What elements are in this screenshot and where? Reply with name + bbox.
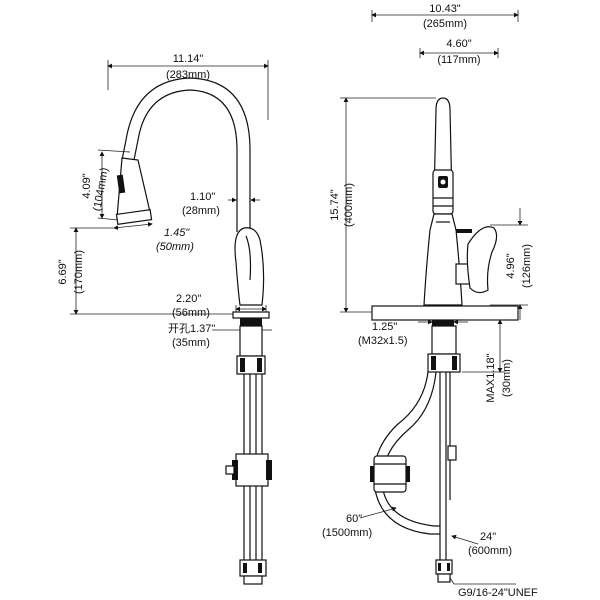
hose-loop-inner bbox=[373, 371, 440, 535]
thread-in-label: 1.25" bbox=[372, 321, 397, 333]
neck-in-label: 1.10" bbox=[190, 191, 215, 203]
faucet-body bbox=[234, 227, 265, 306]
spray-length-in-label: 4.09" bbox=[81, 173, 93, 198]
right-front-view: 10.43" (265mm) 4.60" (117mm) 15.74" (400… bbox=[322, 3, 538, 599]
spray-length-mm-label: (104mm) bbox=[91, 167, 110, 212]
shank-assembly bbox=[225, 325, 272, 585]
reach-mm-label: (170mm) bbox=[73, 250, 85, 294]
hole-mm-label: (35mm) bbox=[172, 337, 210, 349]
reach-in-label: 6.69" bbox=[57, 259, 69, 284]
hose-loop-outer bbox=[381, 371, 440, 527]
hole-in-label: 开孔1.37" bbox=[168, 322, 215, 335]
shank-front bbox=[427, 325, 461, 583]
max-mm-label: (30mm) bbox=[501, 359, 513, 397]
handle-in-label: 4.96" bbox=[505, 253, 517, 278]
width-in-label: 11.14" bbox=[173, 53, 204, 65]
spout-mm-label: (117mm) bbox=[437, 54, 480, 66]
max-in-label: MAX1.18" bbox=[485, 353, 497, 402]
spray-dia-in-label: 1.45" bbox=[164, 227, 190, 239]
hose-weight bbox=[370, 455, 410, 493]
mount-nut bbox=[240, 318, 262, 326]
supply-mm-label: (600mm) bbox=[468, 545, 512, 557]
width-mm-label: (283mm) bbox=[166, 69, 210, 81]
spray-head-front bbox=[432, 169, 454, 215]
shank-fitting bbox=[447, 445, 457, 461]
handle bbox=[455, 226, 498, 294]
deck-plate bbox=[371, 305, 519, 321]
height-in-label: 15.74" bbox=[329, 189, 341, 221]
spray-head bbox=[115, 157, 153, 225]
base-in-label: 2.20" bbox=[176, 293, 201, 305]
neck-mm-label: (28mm) bbox=[182, 205, 220, 217]
hose-leader bbox=[359, 506, 397, 519]
base-mm-label: (56mm) bbox=[172, 307, 210, 319]
supply-in-label: 24" bbox=[480, 531, 496, 543]
hose-in-label: 60" bbox=[346, 513, 362, 525]
mount-nut-front bbox=[432, 320, 454, 326]
escutcheon bbox=[232, 311, 270, 319]
connector-label: G9/16-24"UNEF bbox=[458, 587, 538, 599]
gooseneck-outer bbox=[133, 89, 238, 232]
spout-in-label: 4.60" bbox=[446, 38, 471, 50]
gooseneck-inner bbox=[121, 77, 251, 232]
supply-leader bbox=[451, 534, 479, 545]
body-front bbox=[423, 213, 463, 306]
handle-mm-label: (126mm) bbox=[521, 244, 533, 288]
spray-dia-dimension bbox=[113, 222, 153, 230]
plate-width-in-label: 10.43" bbox=[429, 3, 461, 15]
spray-dia-mm-label: (50mm) bbox=[156, 241, 194, 253]
thread-mm-label: (M32x1.5) bbox=[358, 335, 408, 347]
hose-mm-label: (1500mm) bbox=[322, 527, 372, 539]
plate-width-mm-label: (265mm) bbox=[423, 18, 467, 30]
left-side-view: 11.14" (283mm) 4.09" (104mm) 1.45" (50mm… bbox=[57, 53, 272, 585]
height-mm-label: (400mm) bbox=[343, 183, 355, 227]
